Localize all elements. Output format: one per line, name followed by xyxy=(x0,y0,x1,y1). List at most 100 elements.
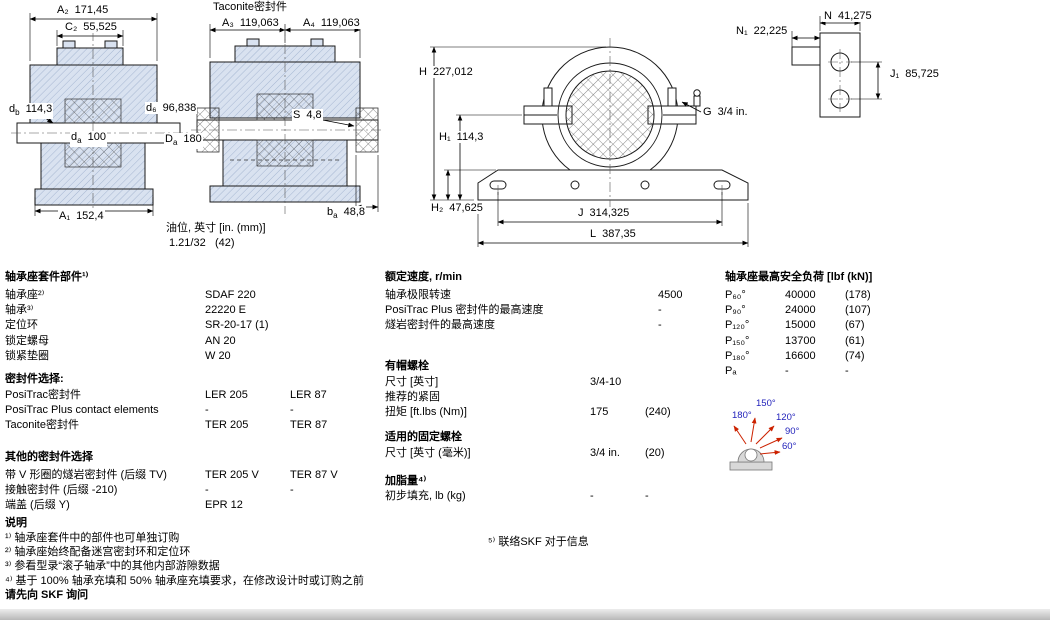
row-value-2: TER 87 xyxy=(290,419,328,432)
table-row: PosiTrac Plus contact elements-- xyxy=(5,403,383,418)
row-label: 初步填充, lb (kg) xyxy=(385,490,466,502)
drawing-taconite-cross-section xyxy=(191,24,384,214)
dim-name: H xyxy=(419,66,427,78)
dim-value: 180 xyxy=(183,133,202,145)
row-value-2: (74) xyxy=(845,349,865,362)
dimension-lines xyxy=(791,16,861,47)
drawing-housing-cross-section xyxy=(11,13,191,219)
dim-name: d₆ xyxy=(146,102,157,114)
row-label: 端盖 (后缀 Y) xyxy=(5,499,70,512)
dim-sub: a xyxy=(333,211,338,221)
oil-level-value-in: 1.21/32 xyxy=(169,237,206,250)
dim-sub: a xyxy=(77,136,82,146)
table-row: P₆₀°40000(178) xyxy=(725,288,1045,303)
dim-value: 119,063 xyxy=(239,17,279,29)
dim-base: D xyxy=(165,133,173,145)
row-value: TER 205 V xyxy=(205,469,259,481)
row-label: 带 V 形圈的燧岩密封件 (后缀 TV) xyxy=(5,469,167,481)
row-label: P₉₀° xyxy=(725,304,746,317)
parts-table: 轴承座套件部件¹⁾ 轴承座²⁾SDAF 220 轴承³⁾22220 E 定位环 S… xyxy=(5,270,383,364)
dim-value: 85,725 xyxy=(905,68,939,80)
dim-value: 3/4 in. xyxy=(717,106,748,118)
row-value-2: (20) xyxy=(645,447,665,459)
row-value: 22220 E xyxy=(205,304,246,317)
row-value-2: (61) xyxy=(845,334,865,347)
table-row: 初步填充, lb (kg)-- xyxy=(385,489,715,504)
row-value-2: (178) xyxy=(845,289,871,301)
row-value: 4500 xyxy=(658,289,683,301)
row-label: 推荐的紧固 xyxy=(385,391,440,404)
dim-name: N xyxy=(824,10,832,22)
attachment-bolts-table: 适用的固定螺栓 尺寸 [英寸 (毫米)]3/4 in.(20) xyxy=(385,430,715,461)
dim-base: b xyxy=(327,206,334,218)
row-value: - xyxy=(658,319,662,332)
row-value: - xyxy=(590,490,594,502)
row-label: 定位环 xyxy=(5,319,38,332)
row-label: 尺寸 [英寸 (毫米)] xyxy=(385,447,471,459)
dim-name: N₁ xyxy=(736,25,748,37)
load-direction-diagram xyxy=(729,417,783,471)
row-label: Taconite密封件 xyxy=(5,419,79,432)
dim-value: 114,3 xyxy=(25,103,53,115)
bottom-partial-content-strip xyxy=(0,609,1050,620)
table-row: Pₐ-- xyxy=(725,364,1045,379)
dim-name: S xyxy=(293,109,301,121)
row-value-2: TER 87 V xyxy=(290,469,338,481)
table-row: 扭矩 [ft.lbs (Nm)]175(240) xyxy=(385,405,715,420)
angle-120-label: 120° xyxy=(776,412,796,423)
row-label: P₁₈₀° xyxy=(725,349,750,362)
row-value: EPR 12 xyxy=(205,499,243,512)
table-row: 轴承极限转速 4500 xyxy=(385,288,715,303)
row-value: SR-20-17 (1) xyxy=(205,319,269,332)
row-label: 轴承座²⁾ xyxy=(5,289,45,301)
row-value-2: (67) xyxy=(845,319,865,332)
row-value: 15000 xyxy=(785,319,816,332)
row-value: 3/4 in. xyxy=(590,447,620,459)
dim-value: 119,063 xyxy=(320,17,360,29)
dim-value: 4,8 xyxy=(306,109,322,121)
row-label: P₁₅₀° xyxy=(725,334,750,347)
table-row: PosiTrac Plus 密封件的最高速度- xyxy=(385,303,715,318)
dim-value: 314,325 xyxy=(589,207,630,219)
row-label: 轴承极限转速 xyxy=(385,289,451,301)
table-row: P₁₈₀° 16600 (74) xyxy=(725,349,1045,364)
dim-value: 48,8 xyxy=(343,206,365,218)
dim-name: G xyxy=(703,106,712,118)
table-row: 端盖 (后缀 Y) EPR 12 xyxy=(5,498,383,513)
drawing-housing-front-view xyxy=(430,38,749,247)
table-row: 燧岩密封件的最高速度- xyxy=(385,318,715,333)
table-row: 带 V 形圈的燧岩密封件 (后缀 TV) TER 205 V TER 87 V xyxy=(5,468,383,483)
row-value: 16600 xyxy=(785,349,816,362)
oil-level-value-mm: (42) xyxy=(215,237,235,250)
bearing-orientation-icon xyxy=(729,448,773,471)
dim-name: J xyxy=(578,207,584,219)
dim-h2-label: H₂ 47,625 xyxy=(430,202,484,214)
rated-speed-table: 额定速度, r/min 轴承极限转速 4500 PosiTrac Plus 密封件… xyxy=(385,270,715,334)
dim-base: d xyxy=(71,131,78,143)
table-row: 轴承座²⁾SDAF 220 xyxy=(5,288,383,303)
dim-value: 55,525 xyxy=(83,21,117,33)
parts-header: 轴承座套件部件¹⁾ xyxy=(5,271,89,283)
dim-value: 227,012 xyxy=(432,66,473,78)
dim-value: 47,625 xyxy=(449,202,483,214)
table-row: 定位环 SR-20-17 (1) xyxy=(5,318,383,333)
table-row: 推荐的紧固 xyxy=(385,390,715,405)
row-value-2: (107) xyxy=(845,304,871,317)
dim-name: A₁ xyxy=(59,210,71,222)
table-row: P₁₅₀°13700(61) xyxy=(725,334,1045,349)
note-item: ¹⁾ 轴承座套件中的部件也可单独订购 xyxy=(5,532,180,544)
table-row: 轴承³⁾22220 E xyxy=(5,303,383,318)
row-value: - xyxy=(785,364,789,377)
dim-value: 100 xyxy=(87,131,106,143)
table-row: 尺寸 [英寸 (毫米)] 3/4 in. (20) xyxy=(385,446,715,461)
dim-g-label: G 3/4 in. xyxy=(702,106,749,118)
dim-value: 41,275 xyxy=(837,10,872,22)
speed-header: 额定速度, r/min xyxy=(385,271,463,283)
row-value: 175 xyxy=(590,406,609,419)
dim-name: H₂ xyxy=(431,202,444,214)
